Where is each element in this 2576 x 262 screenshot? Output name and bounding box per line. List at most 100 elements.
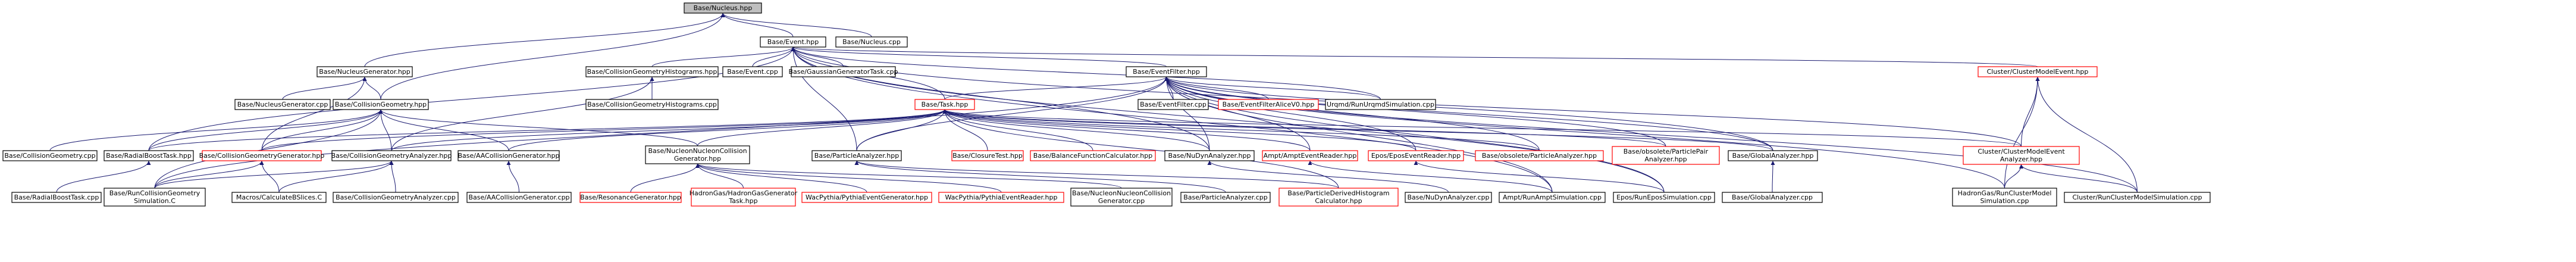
node-label: Base/obsolete/ParticleAnalyzer.hpp: [1482, 152, 1597, 160]
graph-node-gaussian-cpp[interactable]: Base/GaussianGeneratorTask.cpp: [788, 66, 898, 77]
graph-node-collgeom-cpp[interactable]: Base/CollisionGeometry.cpp: [2, 150, 98, 161]
graph-node-ampt-reader[interactable]: Ampt/AmptEventReader.hpp: [1262, 150, 1358, 161]
edge-nudyn-hpp-to-task-hpp: [942, 109, 1210, 151]
node-box: [811, 150, 902, 161]
graph-node-alicev0[interactable]: Base/EventFilterAliceV0.hpp: [1218, 99, 1319, 110]
graph-node-cgan-cpp[interactable]: Base/CollisionGeometryAnalyzer.cpp: [333, 192, 459, 203]
node-label: Base/GaussianGeneratorTask.cpp: [788, 68, 898, 76]
graph-node-aagen-hpp[interactable]: Base/AACollisionGenerator.hpp: [457, 150, 560, 161]
graph-node-clustermodel-hpp[interactable]: Cluster/ClusterModelEvent.hpp: [1978, 66, 2098, 77]
graph-node-balance[interactable]: Base/BalanceFunctionCalculator.hpp: [1030, 150, 1156, 161]
node-label: Base/RadialBoostTask.hpp: [106, 152, 192, 160]
edge-nucgen-hpp-to-root: [364, 13, 725, 67]
edge-nncgen-hpp-to-task-hpp: [697, 109, 947, 146]
edge-cluster-an-to-eventfilter-hpp: [1164, 76, 2022, 147]
node-box: [1963, 146, 2080, 165]
graph-node-closure[interactable]: Base/ClosureTest.hpp: [951, 150, 1024, 161]
node-box: [2, 150, 98, 161]
graph-node-nucgen-hpp[interactable]: Base/NucleusGenerator.hpp: [316, 66, 413, 77]
graph-node-hadrongas-run[interactable]: HadronGas/RunClusterModelSimulation.cpp: [1952, 188, 2057, 207]
graph-node-obs-panalyzer[interactable]: Base/obsolete/ParticleAnalyzer.hpp: [1475, 150, 1604, 161]
graph-node-nncgen-hpp[interactable]: Base/NucleonNucleonCollisionGenerator.hp…: [645, 145, 750, 164]
edge-global-hpp-to-eventfilter-hpp: [1164, 76, 1773, 151]
node-label: Base/CollisionGeometryAnalyzer.hpp: [331, 152, 452, 160]
graph-node-urqmd[interactable]: Urqmd/RunUrqmdSimulation.cpp: [1325, 99, 1436, 110]
graph-node-wacpythia-gen[interactable]: WacPythia/PythiaEventGenerator.hpp: [801, 192, 932, 203]
node-label: Task.hpp: [728, 197, 757, 205]
edge-cluster-run-to-clustermodel-hpp: [2035, 76, 2138, 193]
graph-node-eventfilter-cpp[interactable]: Base/EventFilter.cpp: [1137, 99, 1209, 110]
graph-node-epos-run[interactable]: Epos/RunEposSimulation.cpp: [1613, 192, 1715, 203]
graph-node-epos-reader[interactable]: Epos/EposEventReader.hpp: [1368, 150, 1464, 161]
node-label: Generator.cpp: [1098, 197, 1145, 205]
node-label: WacPythia/PythiaEventGenerator.hpp: [806, 194, 928, 201]
graph-node-cgh-cpp[interactable]: Base/CollisionGeometryHistograms.cpp: [585, 99, 719, 110]
node-label: Generator.hpp: [674, 155, 721, 163]
node-label: Base/CollisionGeometryHistograms.cpp: [587, 101, 717, 108]
graph-node-panalyzer-hpp[interactable]: Base/ParticleAnalyzer.hpp: [811, 150, 902, 161]
node-label: Base/GlobalAnalyzer.hpp: [1732, 152, 1814, 160]
node-box: [1722, 192, 1823, 203]
edge-balance-to-task-hpp: [942, 109, 1093, 151]
graph-node-wacpythia-rdr[interactable]: WacPythia/PythiaEventReader.hpp: [938, 192, 1064, 203]
edge-obs-ppair-to-task-hpp: [942, 109, 1666, 147]
edge-nncgen-cpp-to-nncgen-hpp: [695, 163, 1122, 189]
graph-node-nucleus-cpp[interactable]: Base/Nucleus.cpp: [835, 36, 908, 48]
edge-nncgen-hpp-to-collgeom-hpp: [378, 109, 698, 146]
graph-node-task-hpp[interactable]: Base/Task.hpp: [914, 99, 975, 110]
graph-node-pdh-calc[interactable]: Base/ParticleDerivedHistogramCalculator.…: [1278, 188, 1399, 207]
graph-node-resgen[interactable]: Base/ResonanceGenerator.hpp: [579, 192, 682, 203]
graph-node-nudyn-hpp[interactable]: Base/NuDynAnalyzer.hpp: [1164, 150, 1255, 161]
node-box: [1180, 192, 1271, 203]
graph-node-macros[interactable]: Macros/CalculateBSlices.C: [231, 192, 327, 203]
node-label: WacPythia/PythiaEventReader.hpp: [945, 194, 1058, 201]
node-label: Base/CollisionGeometryHistograms.hpp: [587, 68, 717, 76]
graph-node-cgan-hpp[interactable]: Base/CollisionGeometryAnalyzer.hpp: [331, 150, 452, 161]
graph-node-nncgen-cpp[interactable]: Base/NucleonNucleonCollisionGenerator.cp…: [1070, 188, 1173, 207]
graph-node-event-cpp[interactable]: Base/Event.cpp: [722, 66, 783, 77]
graph-node-root[interactable]: Base/Nucleus.hpp: [684, 2, 762, 14]
graph-node-aagen-cpp[interactable]: Base/AACollisionGenerator.cpp: [466, 192, 572, 203]
node-box: [1952, 188, 2057, 207]
node-label: Base/NuDynAnalyzer.cpp: [1407, 194, 1489, 201]
graph-node-eventfilter-hpp[interactable]: Base/EventFilter.hpp: [1126, 66, 1207, 77]
node-box: [1262, 150, 1358, 161]
graph-node-radialboost-cpp[interactable]: Base/RadialBoostTask.cpp: [11, 192, 102, 203]
edge-obs-ppair-to-eventfilter-hpp: [1164, 76, 1666, 147]
node-label: Simulation.cpp: [1980, 197, 2029, 205]
edge-obs-panalyzer-to-eventfilter-hpp: [1164, 76, 1540, 151]
edge-aagen-cpp-to-aagen-hpp: [506, 160, 519, 193]
node-box: [791, 66, 896, 77]
graph-node-cgh-hpp[interactable]: Base/CollisionGeometryHistograms.hpp: [585, 66, 719, 77]
node-label: Simulation.C: [134, 197, 176, 205]
edge-urqmd-to-event-hpp: [791, 46, 1381, 100]
graph-node-nudyn-cpp[interactable]: Base/NuDynAnalyzer.cpp: [1405, 192, 1492, 203]
edge-nucleus-cpp-to-root: [720, 13, 872, 38]
edge-resgen-to-nncgen-hpp: [630, 163, 700, 193]
edge-epos-reader-to-eventfilter-hpp: [1164, 76, 1417, 151]
graph-node-global-cpp[interactable]: Base/GlobalAnalyzer.cpp: [1722, 192, 1823, 203]
node-label: Base/EventFilter.cpp: [1140, 101, 1206, 108]
graph-node-collgeom-hpp[interactable]: Base/CollisionGeometry.hpp: [333, 99, 429, 110]
node-label: Base/BalanceFunctionCalculator.hpp: [1033, 152, 1152, 160]
edge-pdh-calc-to-panalyzer-hpp: [854, 160, 1339, 189]
graph-node-cggen-hpp[interactable]: Base/CollisionGeometryGenerator.hpp: [199, 150, 325, 161]
edge-cluster-run-to-cluster-an: [2019, 164, 2138, 193]
edge-clustermodel-hpp-to-event-hpp: [791, 46, 2038, 67]
graph-node-panalyzer-cpp[interactable]: Base/ParticleAnalyzer.cpp: [1180, 192, 1271, 203]
graph-node-event-hpp[interactable]: Base/Event.hpp: [760, 36, 826, 48]
node-label: Macros/CalculateBSlices.C: [236, 194, 322, 201]
graph-node-nucgen-cpp[interactable]: Base/NucleusGenerator.cpp: [234, 99, 331, 110]
graph-node-cluster-run[interactable]: Cluster/RunClusterModelSimulation.cpp: [2064, 192, 2211, 203]
edge-panalyzer-cpp-to-panalyzer-hpp: [854, 160, 1226, 193]
graph-node-ampt-run[interactable]: Ampt/RunAmptSimulation.cpp: [1499, 192, 1606, 203]
edge-cgh-hpp-to-event-hpp: [651, 46, 795, 67]
node-label: Base/Nucleus.hpp: [694, 4, 753, 12]
graph-node-global-hpp[interactable]: Base/GlobalAnalyzer.hpp: [1728, 150, 1818, 161]
node-box: [1368, 150, 1464, 161]
graph-node-radialboost-hpp[interactable]: Base/RadialBoostTask.hpp: [104, 150, 194, 161]
